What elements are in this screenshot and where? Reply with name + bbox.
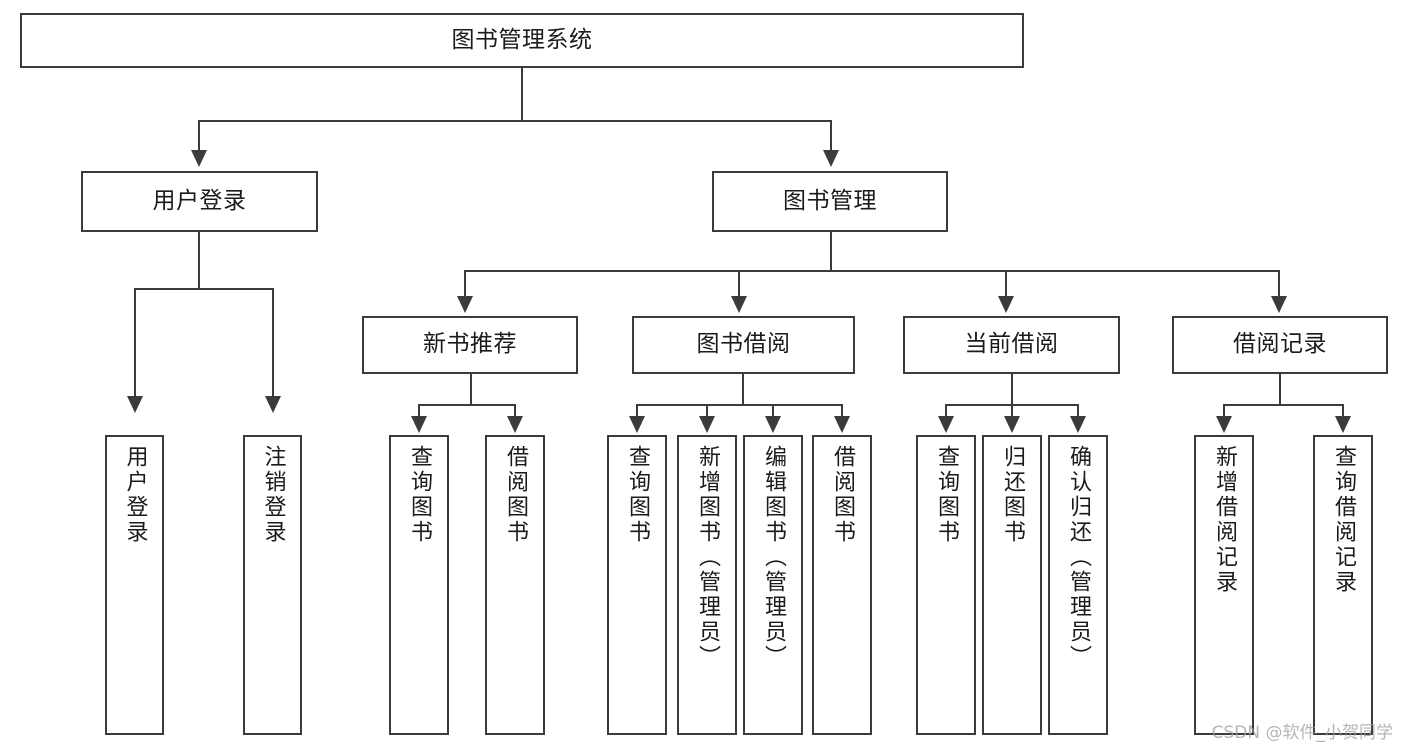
connector-new-book-recommend-bus <box>418 404 516 406</box>
arrowhead-book-borrow <box>731 296 747 313</box>
connector-drop-leaf-add-record <box>1223 404 1225 418</box>
connector-drop-book-borrow <box>738 270 740 298</box>
arrowhead-leaf-edit-book <box>765 416 781 433</box>
connector-drop-leaf-query-record <box>1342 404 1344 418</box>
arrowhead-leaf-query-record <box>1335 416 1351 433</box>
leaf-borrow-book-1[interactable]: 借阅图书 <box>485 435 545 735</box>
arrowhead-leaf-borrow-book-2 <box>834 416 850 433</box>
arrowhead-leaf-confirm-return <box>1070 416 1086 433</box>
connector-drop-leaf-add-book <box>706 404 708 418</box>
arrowhead-leaf-borrow-book-1 <box>507 416 523 433</box>
arrowhead-leaf-query-book-1 <box>411 416 427 433</box>
leaf-user-login[interactable]: 用户登录 <box>105 435 164 735</box>
leaf-add-book[interactable]: 新增图书（管理员） <box>677 435 737 735</box>
leaf-user-logout[interactable]: 注销登录 <box>243 435 302 735</box>
arrowhead-user-login <box>191 150 207 167</box>
arrowhead-current-borrow <box>998 296 1014 313</box>
connector-drop-borrow-record <box>1278 270 1280 298</box>
leaf-query-book-2[interactable]: 查询图书 <box>607 435 667 735</box>
connector-drop-leaf-edit-book <box>772 404 774 418</box>
node-label: 图书借阅 <box>696 331 791 358</box>
leaf-label: 新增图书（管理员） <box>695 445 720 670</box>
node-root-book-management-system[interactable]: 图书管理系统 <box>20 13 1024 68</box>
arrowhead-leaf-user-logout <box>265 396 281 413</box>
node-borrow-record[interactable]: 借阅记录 <box>1172 316 1388 374</box>
node-label: 图书管理 <box>783 187 877 214</box>
node-label: 新书推荐 <box>423 331 517 358</box>
connector-drop-leaf-user-login <box>134 288 136 398</box>
connector-new-book-recommend-stem <box>470 374 472 406</box>
leaf-label: 注销登录 <box>260 445 286 545</box>
arrowhead-book-manage <box>823 150 839 167</box>
leaf-label: 查询图书 <box>407 445 432 545</box>
leaf-label: 查询图书 <box>934 445 959 545</box>
connector-drop-user-login <box>198 120 200 152</box>
node-new-book-recommend[interactable]: 新书推荐 <box>362 316 578 374</box>
arrowhead-leaf-return-book <box>1004 416 1020 433</box>
leaf-return-book[interactable]: 归还图书 <box>982 435 1042 735</box>
node-label: 图书管理系统 <box>451 26 593 53</box>
connector-drop-leaf-return-book <box>1011 404 1013 418</box>
leaf-label: 查询借阅记录 <box>1331 445 1356 595</box>
arrowhead-borrow-record <box>1271 296 1287 313</box>
leaf-label: 用户登录 <box>122 445 148 545</box>
connector-drop-book-manage <box>830 120 832 152</box>
connector-drop-leaf-query-book-2 <box>636 404 638 418</box>
leaf-query-book-3[interactable]: 查询图书 <box>916 435 976 735</box>
leaf-edit-book[interactable]: 编辑图书（管理员） <box>743 435 803 735</box>
leaf-query-book-1[interactable]: 查询图书 <box>389 435 449 735</box>
leaf-borrow-book-2[interactable]: 借阅图书 <box>812 435 872 735</box>
arrowhead-leaf-add-book <box>699 416 715 433</box>
connector-drop-leaf-query-book-1 <box>418 404 420 418</box>
connector-drop-leaf-user-logout <box>272 288 274 398</box>
connector-drop-leaf-borrow-book-2 <box>841 404 843 418</box>
node-user-login[interactable]: 用户登录 <box>81 171 318 232</box>
connector-level3-bus <box>464 270 1280 272</box>
connector-drop-leaf-borrow-book-1 <box>514 404 516 418</box>
leaf-query-record[interactable]: 查询借阅记录 <box>1313 435 1373 735</box>
leaf-label: 借阅图书 <box>830 445 855 545</box>
connector-book-borrow-stem <box>742 374 744 406</box>
leaf-add-record[interactable]: 新增借阅记录 <box>1194 435 1254 735</box>
node-book-borrow[interactable]: 图书借阅 <box>632 316 855 374</box>
leaf-label: 新增借阅记录 <box>1212 445 1237 595</box>
node-label: 借阅记录 <box>1233 331 1327 358</box>
connector-drop-leaf-query-book-3 <box>945 404 947 418</box>
connector-drop-current-borrow <box>1005 270 1007 298</box>
connector-borrow-record-stem <box>1279 374 1281 406</box>
node-label: 当前借阅 <box>964 331 1059 358</box>
arrowhead-leaf-user-login <box>127 396 143 413</box>
leaf-label: 确认归还（管理员） <box>1066 445 1091 670</box>
connector-current-borrow-stem <box>1011 374 1013 406</box>
connector-book-manage-stem <box>830 232 832 272</box>
connector-user-login-stem <box>198 232 200 290</box>
leaf-label: 归还图书 <box>1000 445 1025 545</box>
connector-user-login-bus <box>134 288 274 290</box>
leaf-confirm-return[interactable]: 确认归还（管理员） <box>1048 435 1108 735</box>
arrowhead-leaf-query-book-3 <box>938 416 954 433</box>
connector-root-stem <box>521 68 523 122</box>
node-label: 用户登录 <box>152 187 247 214</box>
connector-borrow-record-bus <box>1223 404 1344 406</box>
leaf-label: 编辑图书（管理员） <box>761 445 786 670</box>
connector-drop-leaf-confirm-return <box>1077 404 1079 418</box>
connector-book-borrow-bus <box>636 404 842 406</box>
leaf-label: 查询图书 <box>625 445 650 545</box>
node-book-manage[interactable]: 图书管理 <box>712 171 948 232</box>
connector-drop-new-book-recommend <box>464 270 466 298</box>
arrowhead-new-book-recommend <box>457 296 473 313</box>
connector-level2-bus <box>198 120 832 122</box>
arrowhead-leaf-query-book-2 <box>629 416 645 433</box>
leaf-label: 借阅图书 <box>503 445 528 545</box>
node-current-borrow[interactable]: 当前借阅 <box>903 316 1120 374</box>
arrowhead-leaf-add-record <box>1216 416 1232 433</box>
